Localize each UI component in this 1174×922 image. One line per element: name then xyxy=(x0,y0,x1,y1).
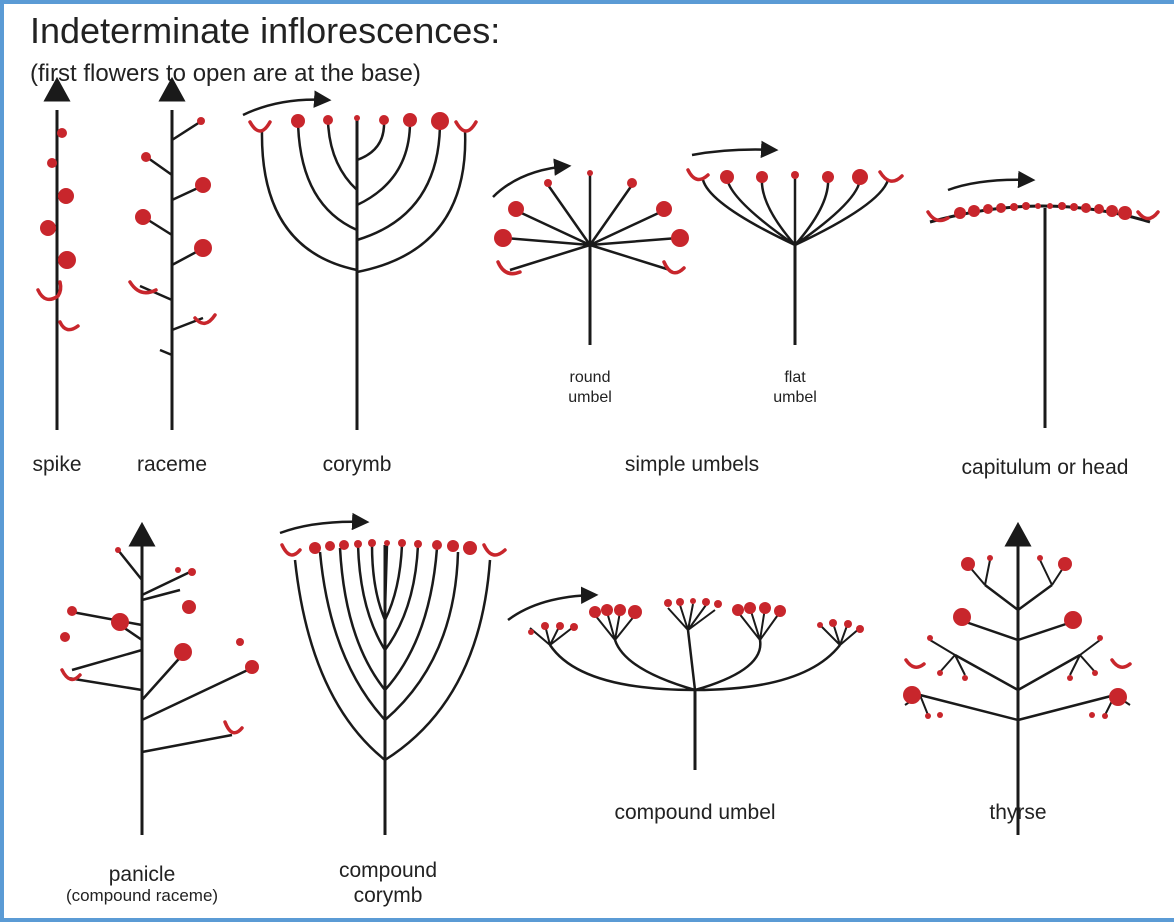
label-compound-corymb: compound corymb xyxy=(339,858,437,908)
label-flat-umbel-line2: umbel xyxy=(773,389,817,406)
label-round-umbel: round umbel xyxy=(568,368,612,408)
compound-umbel-diagram xyxy=(529,603,861,770)
figure-subtitle: (first flowers to open are at the base) xyxy=(30,60,421,87)
spike-diagram xyxy=(43,76,71,430)
label-compound-umbel: compound umbel xyxy=(614,801,776,824)
round-umbel-diagram xyxy=(504,175,679,345)
label-spike: spike xyxy=(32,453,82,476)
figure-title: Indeterminate inflorescences: xyxy=(30,10,501,51)
label-panicle: panicle xyxy=(108,863,176,886)
flat-umbel-diagram xyxy=(701,176,890,345)
label-compound-corymb-line2: corymb xyxy=(353,884,423,908)
compound-corymb-diagram xyxy=(293,544,492,835)
label-thyrse: thyrse xyxy=(989,801,1047,824)
thyrse-diagram xyxy=(904,521,1131,835)
label-capitulum: capitulum or head xyxy=(961,456,1129,479)
label-compound-corymb-line1: compound xyxy=(338,859,438,882)
label-raceme: raceme xyxy=(136,453,208,476)
label-simple-umbels: simple umbels xyxy=(624,453,760,476)
raceme-diagram xyxy=(139,76,204,430)
label-round-umbel-line2: umbel xyxy=(568,389,612,406)
panicle-diagram xyxy=(67,521,253,835)
label-panicle-sub: (compound raceme) xyxy=(65,886,219,905)
corymb-diagram xyxy=(260,120,467,430)
label-flat-umbel: flat umbel xyxy=(773,368,817,408)
capitulum-diagram xyxy=(929,204,1151,428)
label-flat-umbel-line1: flat xyxy=(784,369,806,386)
label-round-umbel-line1: round xyxy=(569,369,611,386)
label-corymb: corymb xyxy=(322,453,392,476)
